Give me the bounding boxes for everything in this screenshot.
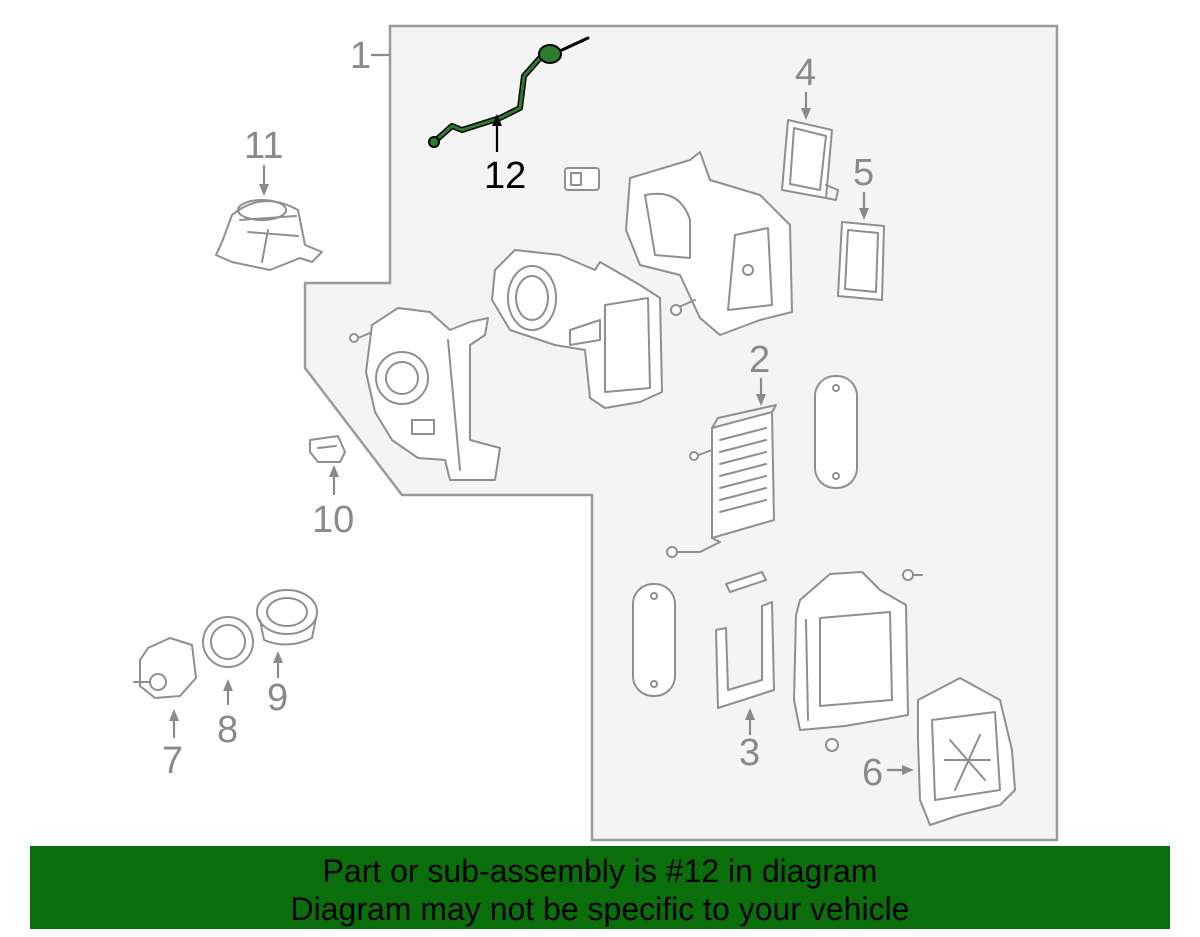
- callout-3: 3: [739, 732, 760, 774]
- leader-2-arrowhead: [756, 394, 766, 406]
- lower-case: [793, 571, 909, 731]
- callout-2: 2: [749, 339, 770, 381]
- part-5-seal[interactable]: [837, 221, 885, 301]
- screw-2: [349, 332, 371, 343]
- callout-10: 10: [312, 499, 354, 541]
- part-4-seal[interactable]: [781, 119, 839, 201]
- callout-1: 1: [350, 35, 371, 77]
- small-seal-strip: [725, 571, 767, 593]
- evaporator-seal-right: [814, 375, 858, 489]
- callout-4: 4: [795, 52, 816, 94]
- callout-12: 12: [484, 155, 526, 197]
- callout-5: 5: [853, 152, 874, 194]
- blower-case: [365, 307, 501, 481]
- part-9-blower-wheel[interactable]: [256, 589, 318, 646]
- leader-7-arrowhead: [169, 709, 179, 721]
- part-8-gasket[interactable]: [202, 616, 254, 668]
- part-2-evaporator[interactable]: [666, 404, 777, 558]
- callout-7: 7: [162, 740, 183, 782]
- part-11-blower-housing[interactable]: [215, 199, 323, 271]
- callout-9: 9: [267, 677, 288, 719]
- upper-case-half: [625, 151, 793, 336]
- part-6-housing[interactable]: [917, 677, 1016, 826]
- leader-9-arrowhead: [273, 651, 283, 663]
- nut: [825, 738, 839, 752]
- leader-5-arrowhead: [859, 208, 869, 220]
- leader-6-arrowhead: [902, 765, 914, 775]
- bolt: [902, 569, 923, 581]
- leader-4-arrowhead: [801, 108, 811, 120]
- part-7-blower-motor[interactable]: [133, 637, 197, 699]
- small-connector-part: [564, 167, 600, 191]
- part-12-hose[interactable]: [428, 36, 590, 148]
- info-banner: Part or sub-assembly is #12 in diagram D…: [30, 846, 1170, 929]
- banner-line-1: Part or sub-assembly is #12 in diagram: [322, 853, 878, 889]
- callout-11: 11: [244, 125, 283, 167]
- evaporator-seal-left: [632, 583, 676, 697]
- part-3-seal[interactable]: [715, 601, 775, 709]
- leader-10-arrowhead: [329, 465, 339, 477]
- part-10-connector[interactable]: [309, 435, 346, 463]
- leader-11-arrowhead: [259, 184, 269, 196]
- leader-3-arrowhead: [745, 708, 755, 720]
- banner-line-2: Diagram may not be specific to your vehi…: [290, 891, 910, 927]
- screw-1: [670, 299, 696, 316]
- callout-8: 8: [217, 709, 238, 751]
- middle-case-half: [491, 249, 663, 409]
- leader-8-arrowhead: [223, 679, 233, 691]
- leader-12-arrowhead: [492, 114, 502, 126]
- callout-6: 6: [862, 752, 883, 794]
